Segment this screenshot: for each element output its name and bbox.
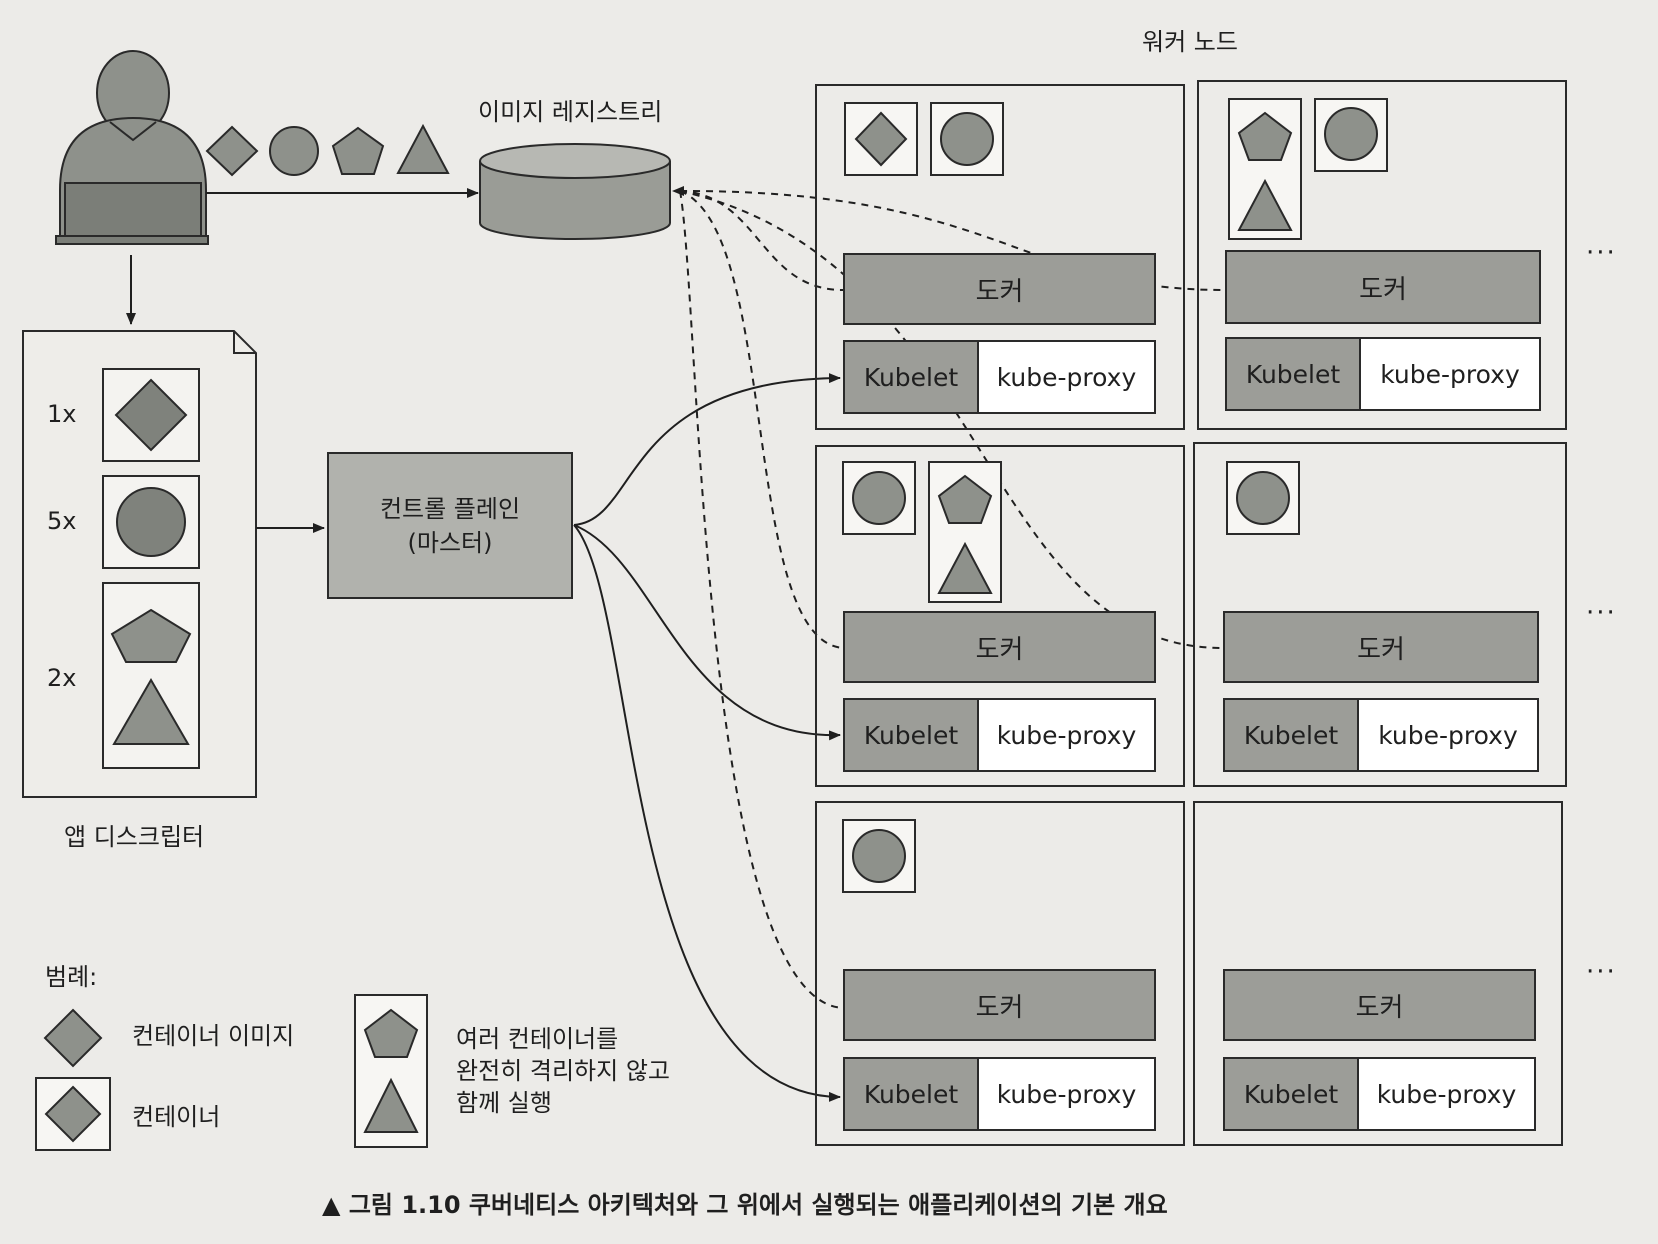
legend-pod-description: 여러 컨테이너를 완전히 격리하지 않고 함께 실행 bbox=[456, 1023, 670, 1119]
control-plane-box bbox=[327, 452, 573, 599]
more-nodes-ellipsis: ··· bbox=[1586, 957, 1617, 987]
kubelet-label: Kubelet bbox=[845, 700, 979, 770]
image-registry-cylinder bbox=[479, 143, 671, 240]
replica-count: 2x bbox=[47, 664, 77, 692]
image-registry-label: 이미지 레지스트리 bbox=[478, 98, 663, 126]
kubelet-proxy-bar: Kubelet kube-proxy bbox=[843, 698, 1156, 772]
kubelet-proxy-bar: Kubelet kube-proxy bbox=[1225, 337, 1541, 411]
figure-caption: ▲ 그림 1.10 쿠버네티스 아키텍처와 그 위에서 실행되는 애플리케이션의… bbox=[322, 1191, 1168, 1219]
kube-proxy-label: kube-proxy bbox=[996, 1079, 1137, 1109]
kube-proxy-label: kube-proxy bbox=[1380, 359, 1520, 389]
worker-node-4 bbox=[1193, 442, 1567, 787]
kubelet-label: Kubelet bbox=[845, 1059, 979, 1129]
replica-count: 5x bbox=[47, 507, 77, 535]
docker-bar: 도커 bbox=[843, 969, 1156, 1041]
legend-pod-line: 여러 컨테이너를 bbox=[456, 1025, 619, 1053]
app-descriptor-document bbox=[22, 330, 257, 798]
control-plane-label: 컨트롤 플레인 (마스터) bbox=[328, 453, 572, 598]
kubelet-label: Kubelet bbox=[1227, 339, 1361, 409]
worker-node-3 bbox=[815, 445, 1185, 787]
kube-proxy-label: kube-proxy bbox=[996, 362, 1137, 392]
docker-bar: 도커 bbox=[843, 253, 1156, 325]
control-plane-arrows bbox=[573, 373, 841, 1102]
kubelet-proxy-bar: Kubelet kube-proxy bbox=[1223, 1057, 1536, 1131]
docker-bar: 도커 bbox=[1223, 969, 1536, 1041]
legend-pod-line: 완전히 격리하지 않고 bbox=[456, 1057, 670, 1085]
legend-pod-line: 함께 실행 bbox=[456, 1089, 552, 1117]
kube-proxy-label: kube-proxy bbox=[1378, 720, 1518, 750]
worker-nodes-label: 워커 노드 bbox=[1142, 28, 1238, 56]
more-nodes-ellipsis: ··· bbox=[1586, 598, 1617, 628]
legend-container: 컨테이너 bbox=[132, 1103, 221, 1131]
control-plane-subtitle: (마스터) bbox=[407, 528, 493, 557]
developer-icon bbox=[55, 50, 209, 245]
kube-proxy-label: kube-proxy bbox=[996, 720, 1137, 750]
docker-bar: 도커 bbox=[843, 611, 1156, 683]
app-descriptor-label: 앱 디스크립터 bbox=[64, 823, 205, 851]
kubelet-proxy-bar: Kubelet kube-proxy bbox=[843, 340, 1156, 414]
kube-proxy-label: kube-proxy bbox=[1376, 1079, 1517, 1109]
kubelet-label: Kubelet bbox=[845, 342, 979, 412]
docker-bar: 도커 bbox=[1223, 611, 1539, 683]
worker-node-1 bbox=[815, 84, 1185, 430]
legend-shapes bbox=[35, 994, 428, 1151]
legend-container-image: 컨테이너 이미지 bbox=[132, 1022, 295, 1050]
kubelet-proxy-bar: Kubelet kube-proxy bbox=[1223, 698, 1539, 772]
docker-bar: 도커 bbox=[1225, 250, 1541, 324]
worker-node-5 bbox=[815, 801, 1185, 1146]
container-image-shapes bbox=[205, 123, 450, 177]
replica-count: 1x bbox=[47, 400, 77, 428]
kubelet-label: Kubelet bbox=[1225, 700, 1359, 770]
legend-title: 범례: bbox=[45, 963, 98, 991]
more-nodes-ellipsis: ··· bbox=[1586, 238, 1617, 268]
worker-node-2 bbox=[1197, 80, 1567, 430]
kubelet-label: Kubelet bbox=[1225, 1059, 1359, 1129]
control-plane-title: 컨트롤 플레인 bbox=[379, 494, 521, 523]
worker-node-containers bbox=[842, 98, 1388, 893]
kubelet-proxy-bar: Kubelet kube-proxy bbox=[843, 1057, 1156, 1131]
worker-node-6 bbox=[1193, 801, 1563, 1146]
